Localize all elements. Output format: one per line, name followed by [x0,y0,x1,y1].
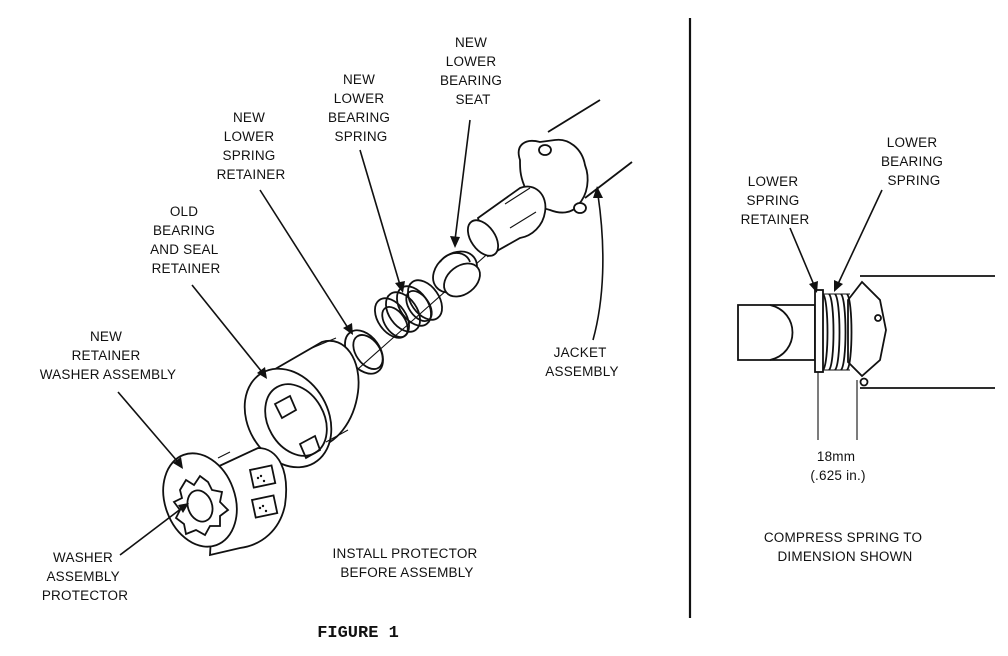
leader-bearing-spring [359,149,405,293]
shaft-detail [737,304,816,361]
leader-spring-retainer [259,189,353,335]
leader-jacket [592,186,604,341]
label-new-lower-bearing-seat: NEW LOWER BEARING SEAT [440,35,506,107]
label-new-lower-spring-retainer: NEW LOWER SPRING RETAINER [217,110,286,182]
label-old-bearing-seal-retainer: OLD BEARING AND SEAL RETAINER [150,204,222,276]
leader-detail-spring-retainer [789,227,818,293]
new-lower-bearing-seat [432,250,481,298]
jacket-assembly [466,99,633,258]
leader-bearing-seat [450,119,471,248]
leader-detail-bearing-spring [834,189,883,292]
dimension-lines [817,372,858,440]
label-lower-spring-retainer: LOWER SPRING RETAINER [741,174,810,227]
label-lower-bearing-spring: LOWER BEARING SPRING [881,135,947,188]
old-bearing-seal-retainer [243,337,360,472]
label-dimension: 18mm (.625 in.) [810,449,865,483]
jacket-tube-detail [847,275,995,389]
new-retainer-washer-assembly [162,447,287,557]
compressed-spring-detail [814,289,853,373]
label-new-retainer-washer-assembly: NEW RETAINER WASHER ASSEMBLY [40,329,177,382]
leader-washer-assembly [117,391,183,469]
figure-caption: FIGURE 1 [317,624,399,643]
label-jacket-assembly: JACKET ASSEMBLY [545,345,618,379]
label-compress-spring: COMPRESS SPRING TO DIMENSION SHOWN [764,530,926,564]
label-install-protector: INSTALL PROTECTOR BEFORE ASSEMBLY [333,546,482,580]
leader-protector [119,503,189,556]
leader-seal-retainer [191,284,267,379]
label-washer-assembly-protector: WASHER ASSEMBLY PROTECTOR [42,550,128,603]
label-new-lower-bearing-spring: NEW LOWER BEARING SPRING [328,72,394,144]
